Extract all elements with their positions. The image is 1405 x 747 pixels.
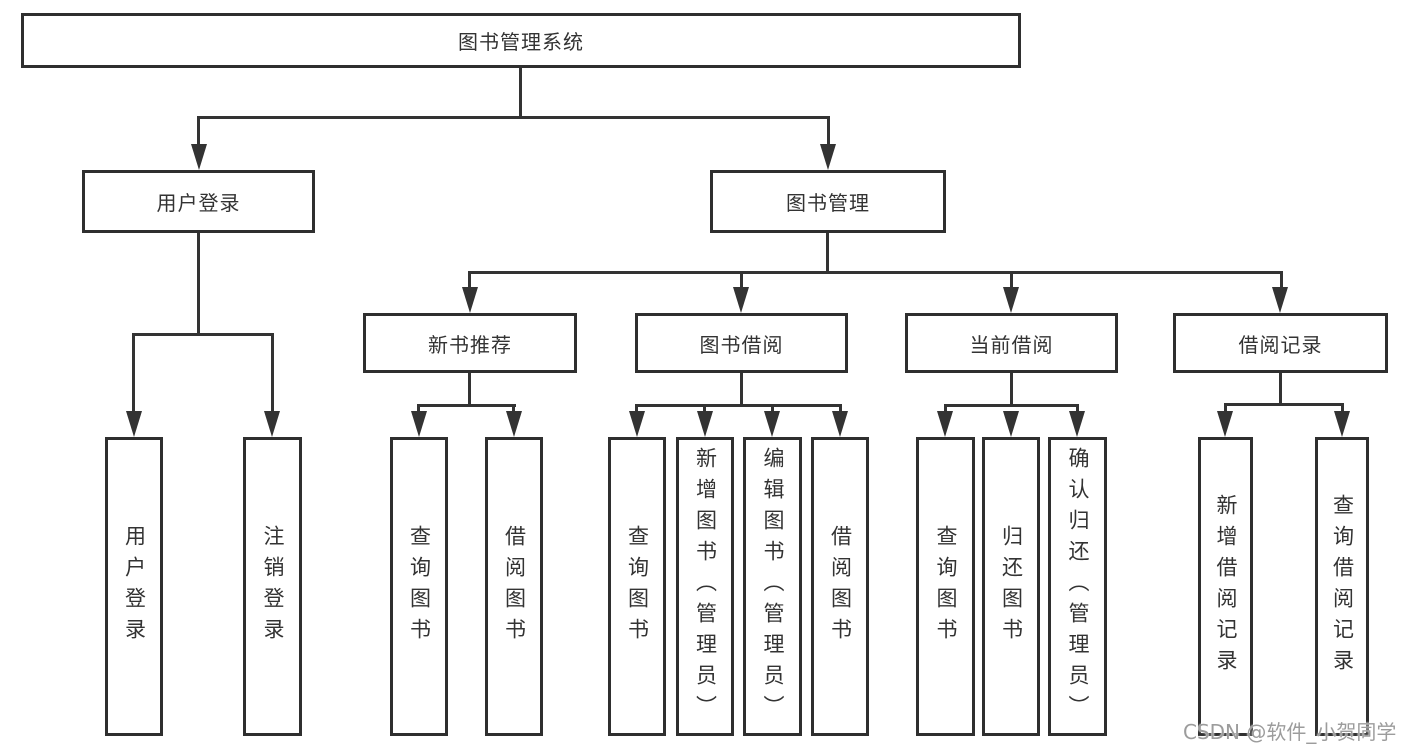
connector-line — [944, 404, 1079, 407]
connector-line — [635, 404, 842, 407]
arrowhead — [629, 411, 645, 437]
leaf-return-book-label: 归还图书 — [999, 524, 1024, 649]
leaf-add-book-admin-label: 新增图书（管理员） — [693, 447, 718, 726]
leaf-query-books-recommend: 查询图书 — [390, 437, 448, 736]
connector-line — [826, 233, 829, 273]
arrowhead — [1217, 411, 1233, 437]
leaf-add-borrow-record-label: 新增借阅记录 — [1214, 493, 1238, 680]
leaf-return-book: 归还图书 — [982, 437, 1040, 736]
node-root-label: 图书管理系统 — [458, 30, 584, 54]
connector-line — [271, 333, 274, 421]
arrowhead — [462, 287, 478, 313]
arrowhead — [1272, 287, 1288, 313]
leaf-logout: 注销登录 — [243, 437, 302, 736]
node-borrow-records-label: 借阅记录 — [1238, 332, 1323, 357]
node-user-login: 用户登录 — [82, 170, 315, 233]
node-root: 图书管理系统 — [21, 13, 1021, 68]
connector-line — [468, 271, 1283, 274]
connector-line — [197, 233, 200, 335]
connector-line — [197, 116, 200, 150]
leaf-confirm-return-admin: 确认归还（管理员） — [1048, 437, 1107, 736]
node-current-borrow: 当前借阅 — [905, 313, 1118, 373]
node-book-management: 图书管理 — [710, 170, 946, 233]
connector-line — [1280, 271, 1283, 291]
leaf-borrow-books-recommend: 借阅图书 — [485, 437, 543, 736]
connector-line — [468, 373, 471, 406]
node-current-borrow-label: 当前借阅 — [969, 332, 1054, 357]
leaf-borrow-books-recommend-label: 借阅图书 — [502, 524, 527, 649]
connector-line — [827, 116, 830, 150]
node-book-borrow: 图书借阅 — [635, 313, 848, 373]
node-new-book-recommend: 新书推荐 — [363, 313, 577, 373]
arrowhead — [506, 411, 522, 437]
arrowhead — [1003, 411, 1019, 437]
node-user-login-label: 用户登录 — [156, 191, 241, 215]
arrowhead — [820, 144, 836, 170]
arrowhead — [832, 411, 848, 437]
connector-line — [197, 116, 830, 119]
connector-line — [519, 68, 522, 118]
connector-line — [468, 271, 471, 291]
arrowhead — [1069, 411, 1085, 437]
leaf-user-login-label: 用户登录 — [122, 524, 147, 649]
leaf-user-login: 用户登录 — [105, 437, 163, 736]
leaf-query-books-current: 查询图书 — [916, 437, 975, 736]
watermark-text: CSDN @软件_小贺同学 — [1183, 720, 1397, 744]
arrowhead — [697, 411, 713, 437]
arrowhead — [411, 411, 427, 437]
arrowhead — [733, 287, 749, 313]
node-new-book-recommend-label: 新书推荐 — [428, 332, 512, 357]
leaf-add-borrow-record: 新增借阅记录 — [1198, 437, 1253, 736]
connector-line — [1010, 373, 1013, 406]
leaf-query-borrow-record-label: 查询借阅记录 — [1330, 493, 1355, 680]
arrowhead — [1003, 287, 1019, 313]
leaf-query-books-recommend-label: 查询图书 — [407, 524, 432, 649]
leaf-query-borrow-record: 查询借阅记录 — [1315, 437, 1369, 736]
arrowhead — [764, 411, 780, 437]
arrowhead — [1334, 411, 1350, 437]
node-borrow-records: 借阅记录 — [1173, 313, 1388, 373]
connector-line — [740, 271, 743, 291]
leaf-query-books-borrow: 查询图书 — [608, 437, 666, 736]
connector-line — [132, 333, 274, 336]
leaf-borrow-books: 借阅图书 — [811, 437, 869, 736]
leaf-confirm-return-admin-label: 确认归还（管理员） — [1066, 447, 1090, 726]
arrowhead — [937, 411, 953, 437]
leaf-add-book-admin: 新增图书（管理员） — [676, 437, 734, 736]
connector-line — [417, 404, 516, 407]
node-book-borrow-label: 图书借阅 — [699, 332, 784, 357]
connector-line — [1279, 373, 1282, 405]
leaf-logout-label: 注销登录 — [261, 524, 285, 649]
connector-line — [1224, 403, 1344, 406]
leaf-edit-book-admin-label: 编辑图书（管理员） — [761, 447, 785, 726]
leaf-query-books-borrow-label: 查询图书 — [625, 524, 650, 649]
leaf-query-books-current-label: 查询图书 — [934, 524, 958, 649]
connector-line — [740, 373, 743, 406]
arrowhead — [126, 411, 142, 437]
arrowhead — [264, 411, 280, 437]
leaf-borrow-books-label: 借阅图书 — [828, 524, 853, 649]
node-book-management-label: 图书管理 — [786, 191, 870, 215]
connector-line — [1010, 271, 1013, 291]
connector-line — [132, 333, 135, 421]
leaf-edit-book-admin: 编辑图书（管理员） — [743, 437, 802, 736]
arrowhead — [191, 144, 207, 170]
